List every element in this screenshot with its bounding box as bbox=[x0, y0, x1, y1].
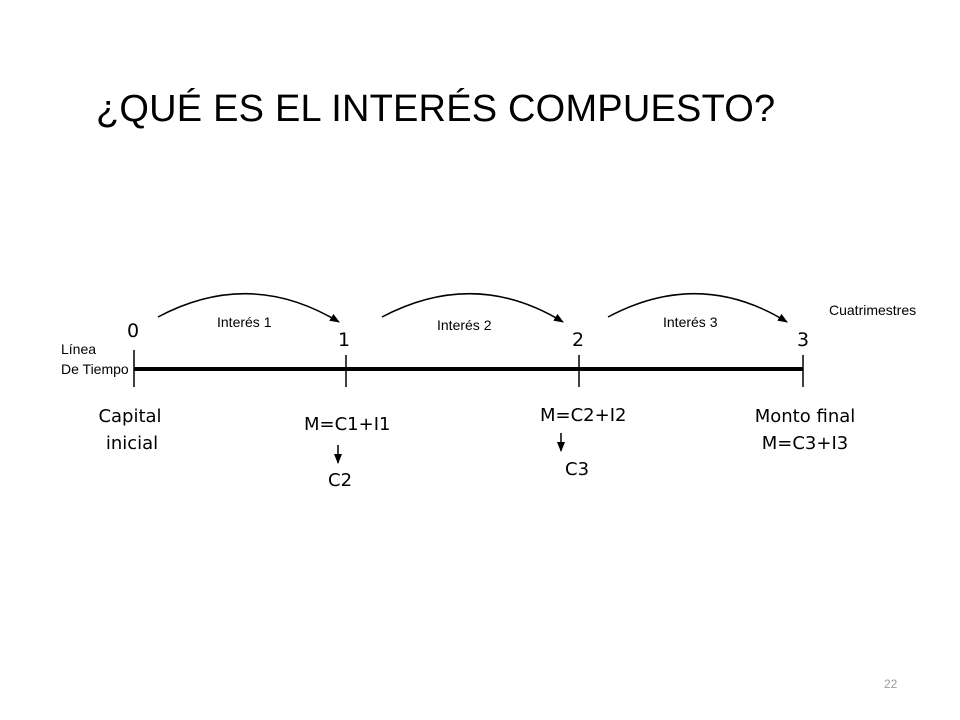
interest-label-1: Interés 1 bbox=[217, 314, 272, 330]
tick-label-0: 0 bbox=[127, 320, 140, 342]
slide-page-number: 22 bbox=[884, 677, 898, 691]
amount-period-2: M=C2+I2 bbox=[540, 405, 627, 426]
tick-label-3: 3 bbox=[797, 329, 810, 351]
capital-2-label: C2 bbox=[328, 470, 353, 491]
amount-period-1: M=C1+I1 bbox=[304, 414, 391, 435]
capital-3-label: C3 bbox=[565, 459, 590, 480]
axis-label-line1: Línea bbox=[61, 341, 97, 357]
axis-label-line2: De Tiempo bbox=[61, 361, 129, 377]
interest-arc-2 bbox=[381, 292, 564, 323]
interest-arc-1 bbox=[157, 292, 340, 323]
interest-label-2: Interés 2 bbox=[437, 317, 492, 333]
interest-label-3: Interés 3 bbox=[663, 314, 718, 330]
start-label-line2: inicial bbox=[105, 433, 159, 454]
start-label-line1: Capital bbox=[98, 406, 162, 427]
tick-label-1: 1 bbox=[338, 329, 351, 351]
final-label-line1: Monto final bbox=[754, 406, 856, 427]
final-amount-label: M=C3+I3 bbox=[761, 433, 849, 454]
period-unit-label: Cuatrimestres bbox=[829, 302, 917, 318]
tick-label-2: 2 bbox=[572, 329, 585, 351]
interest-arc-3 bbox=[607, 292, 788, 323]
page-title: ¿QUÉ ES EL INTERÉS COMPUESTO? bbox=[96, 88, 776, 130]
